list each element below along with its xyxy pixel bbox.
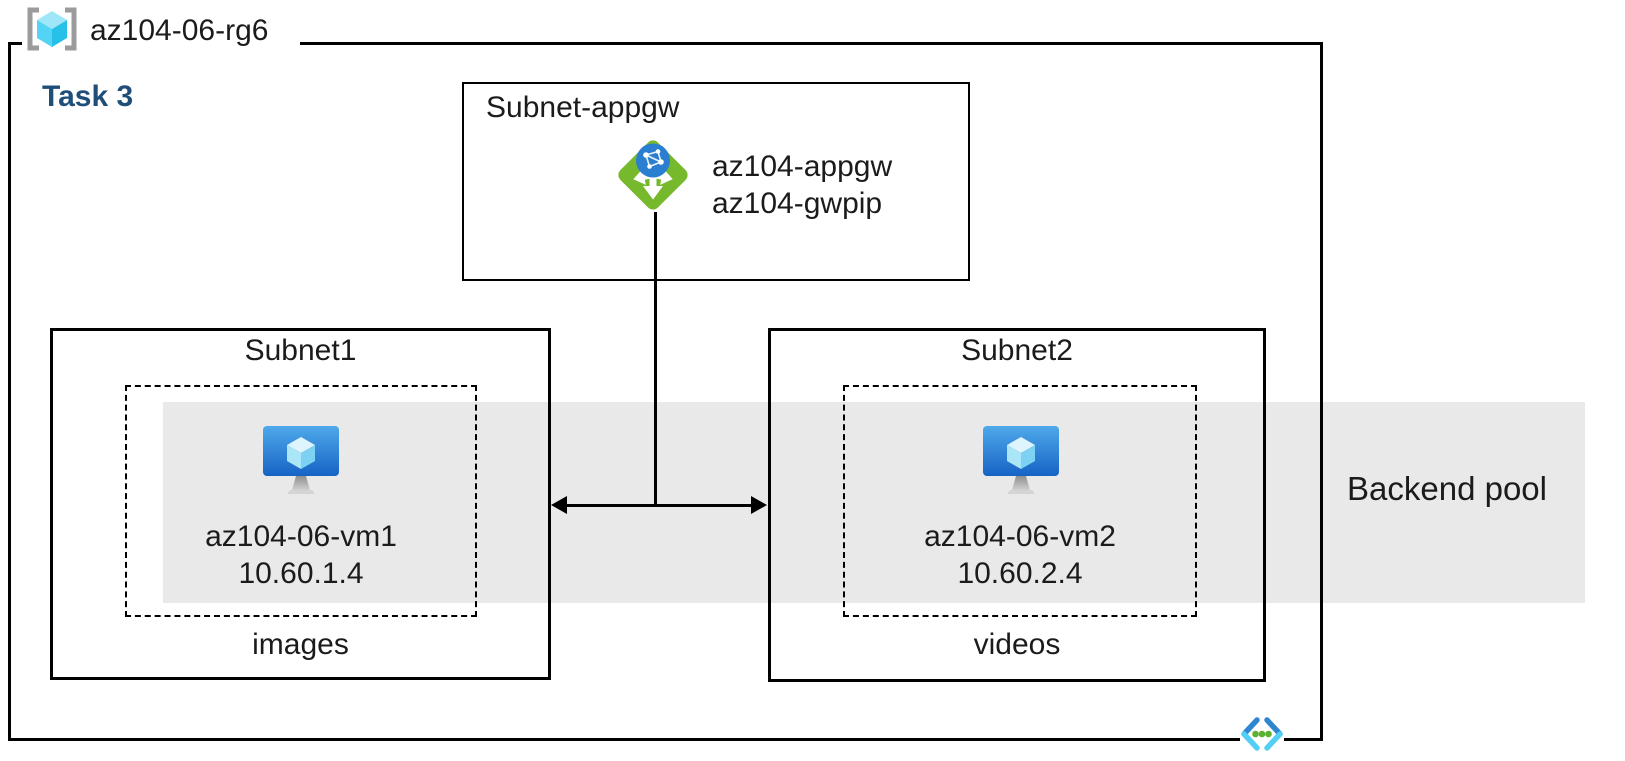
subnet1-box — [50, 328, 551, 680]
appgw-subnet-box — [462, 82, 970, 281]
resource-group-icon — [27, 7, 77, 51]
arrowhead-right-icon — [751, 496, 767, 514]
virtual-machine-icon — [263, 426, 339, 494]
backend-pool-label: Backend pool — [1347, 470, 1547, 507]
connector-horizontal-line — [565, 504, 761, 507]
vm-ip-label: 10.60.2.4 — [957, 557, 1083, 590]
gateway-labels: az104-appgw az104-gwpip — [712, 148, 892, 222]
subnet1-backend-dashed-box — [125, 385, 477, 617]
subnet2-backend-dashed-box — [843, 385, 1197, 617]
virtual-network-icon — [1241, 717, 1283, 751]
subnet2-tag-label: videos — [973, 628, 1061, 661]
task-label: Task 3 — [42, 80, 134, 113]
vnet-icon-patch — [1240, 738, 1284, 747]
vm1-labels: az104-06-vm1 10.60.1.4 — [125, 518, 477, 592]
frame-gap-patch — [22, 38, 300, 50]
arrowhead-left-icon — [551, 496, 567, 514]
vm-name-label: az104-06-vm2 — [924, 520, 1116, 553]
appgw-subnet-label: Subnet-appgw — [486, 91, 680, 124]
resource-group-label: az104-06-rg6 — [90, 14, 269, 47]
virtual-machine-icon — [983, 426, 1059, 494]
gateway-pip-label: az104-gwpip — [712, 187, 883, 220]
backend-pool-band — [163, 402, 1585, 603]
resource-group-frame — [8, 42, 1323, 741]
application-gateway-icon — [618, 140, 688, 210]
vm-name-label: az104-06-vm1 — [205, 520, 397, 553]
vm-ip-label: 10.60.1.4 — [238, 557, 364, 590]
subnet1-tag-label: images — [252, 628, 349, 661]
connector-vertical-line — [654, 212, 657, 506]
vm2-labels: az104-06-vm2 10.60.2.4 — [843, 518, 1197, 592]
subnet2-box — [768, 328, 1266, 682]
gateway-name-label: az104-appgw — [712, 150, 893, 183]
subnet2-label: Subnet2 — [961, 334, 1073, 367]
subnet1-label: Subnet1 — [244, 334, 357, 367]
